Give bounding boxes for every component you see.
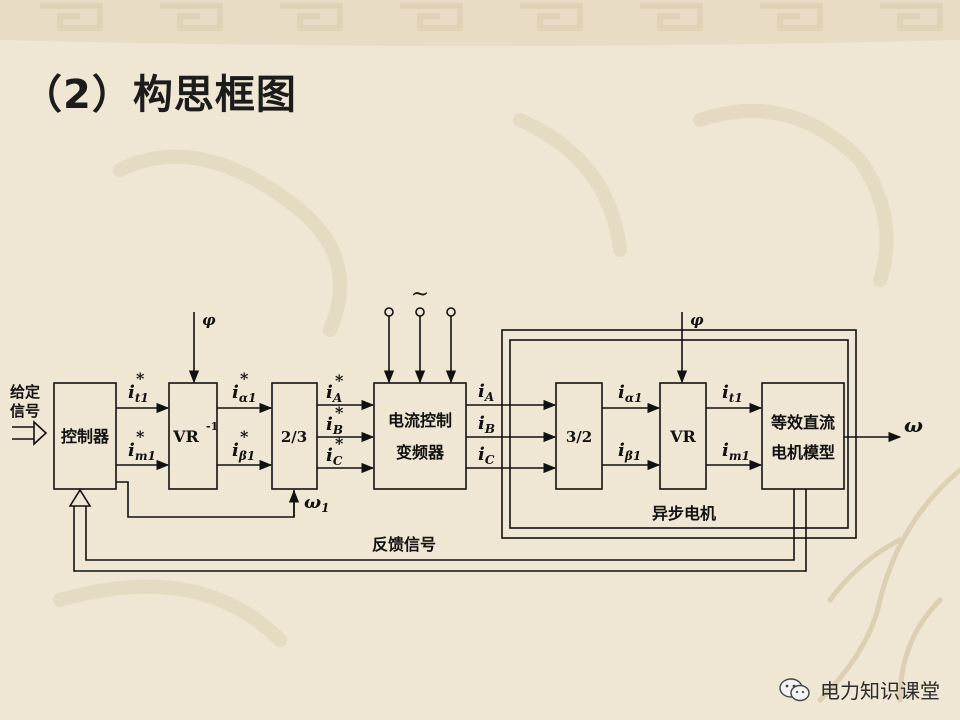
slide-title: （2）构思框图 — [22, 72, 297, 118]
motor-label-line2: 电机模型 — [771, 443, 835, 462]
label-iA: iA — [478, 381, 494, 404]
input-label-line2: 信号 — [10, 402, 40, 420]
label-omega1: ω1 — [304, 492, 330, 515]
label-ibeta1: iβ1 — [618, 440, 641, 463]
input-label-line1: 给定 — [10, 383, 40, 401]
label-it1-out: it1 — [722, 382, 743, 405]
label-ac-symbol: ~ — [411, 282, 429, 307]
label-iB-star-mark: * — [335, 403, 344, 422]
label-ialpha1-star: iα1 — [232, 382, 256, 405]
watermark-text: 电力知识课堂 — [820, 679, 940, 703]
vr-inverse-superscript: -1 — [206, 420, 218, 433]
transform-23-label: 2/3 — [281, 428, 307, 446]
label-phi-right: φ — [690, 311, 704, 329]
async-motor-label: 异步电机 — [652, 504, 716, 523]
label-iC: iC — [478, 444, 495, 467]
transform-23-block — [271, 382, 318, 490]
async-motor-frame-outer — [501, 329, 857, 539]
converter-label-line1: 电流控制 — [388, 411, 452, 430]
label-omega-out: ω — [904, 413, 923, 437]
label-ialpha1-star-mark: * — [240, 369, 249, 388]
controller-block — [53, 382, 117, 490]
label-ialpha1: iα1 — [618, 382, 642, 405]
label-ibeta1-star-mark: * — [240, 427, 249, 446]
label-im1-star: im1 — [128, 440, 156, 463]
feedback-label: 反馈信号 — [372, 535, 436, 554]
converter-label-line2: 变频器 — [396, 443, 445, 462]
label-iB-star: iB — [326, 414, 343, 437]
label-iA-star-mark: * — [335, 371, 344, 390]
transform-32-label: 3/2 — [566, 428, 592, 446]
motor-model-block — [761, 382, 845, 490]
converter-block — [373, 382, 467, 490]
label-phi-left: φ — [202, 311, 216, 329]
vr-inverse-label: VR — [172, 427, 199, 446]
wechat-icon — [779, 677, 810, 701]
label-it1-star: it1 — [128, 382, 149, 405]
controller-label: 控制器 — [61, 427, 110, 446]
label-iC-star-mark: * — [335, 434, 344, 453]
async-motor-frame-inner — [509, 339, 849, 529]
vr-label: VR — [669, 427, 696, 446]
label-iA-star: iA — [326, 382, 342, 405]
label-ibeta1-star: iβ1 — [232, 440, 255, 463]
label-iB: iB — [478, 413, 495, 436]
label-im1-star-mark: * — [136, 427, 145, 446]
input-arrow — [12, 420, 48, 446]
label-it1-star-mark: * — [136, 369, 145, 388]
watermark: 电力知识课堂 — [778, 675, 940, 704]
label-iC-star: iC — [326, 445, 343, 468]
label-im1-out: im1 — [722, 440, 750, 463]
motor-label-line1: 等效直流 — [770, 413, 835, 432]
